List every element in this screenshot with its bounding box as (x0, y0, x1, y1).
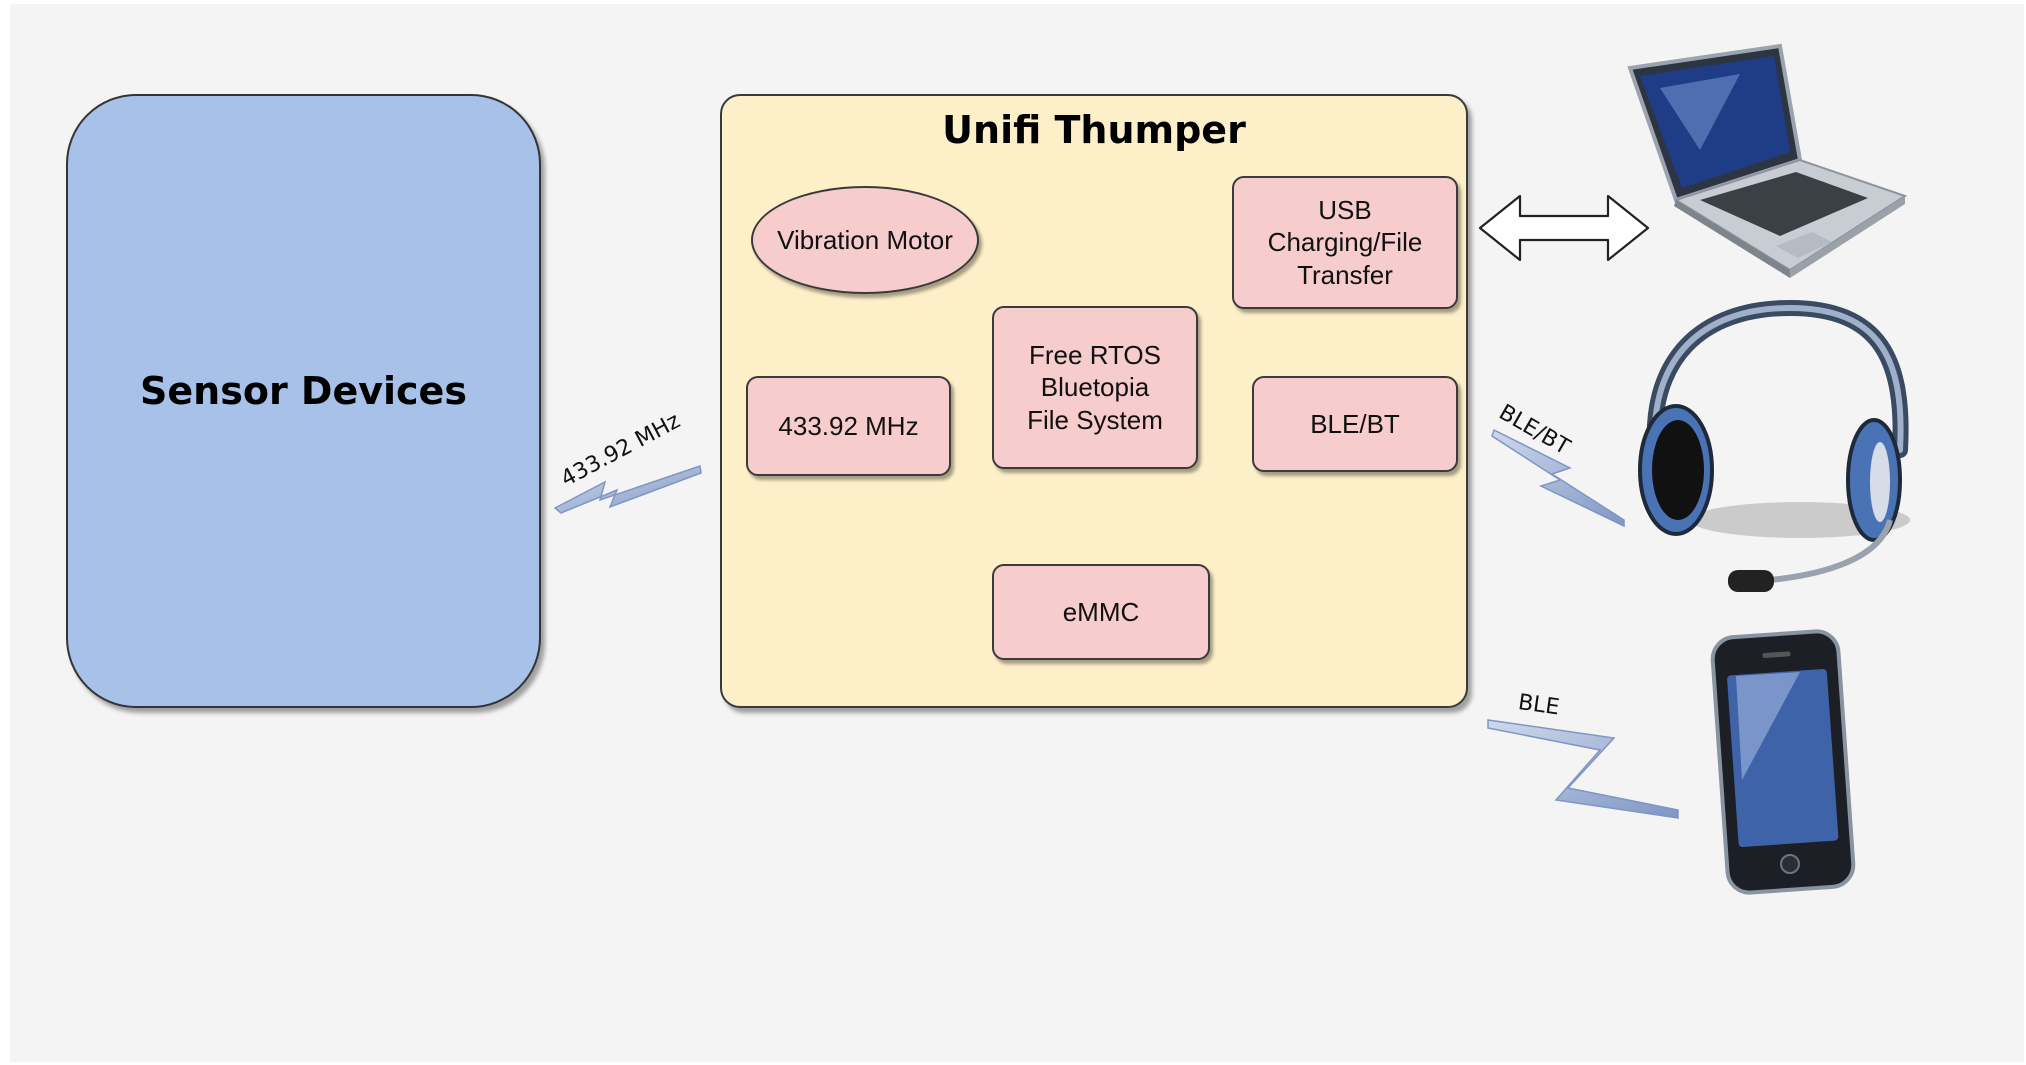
vibration-motor-label: Vibration Motor (777, 224, 953, 255)
radio-433-label: 433.92 MHz (778, 410, 919, 441)
rtos-label-line-2: Bluetopia (1040, 372, 1150, 403)
phone-icon (1710, 629, 1856, 895)
ble-bt-label: BLE/BT (1310, 408, 1400, 439)
vibration-motor-node: Vibration Motor (751, 186, 979, 294)
headset-icon (1638, 299, 1910, 592)
lightning-433-icon (553, 464, 702, 514)
laptop-icon (1627, 43, 1908, 278)
rtos-label-line-3: File System (1027, 404, 1163, 435)
sensor-devices-label: Sensor Devices (140, 369, 467, 413)
lightning-ble-icon (1487, 719, 1679, 819)
unifi-thumper-title: Unifi Thumper (942, 108, 1246, 152)
usb-label-line-1: USB (1318, 194, 1372, 225)
usb-charging-node: USB Charging/File Transfer (1232, 176, 1458, 309)
usb-link-arrow (1478, 194, 1650, 262)
emmc-node: eMMC (992, 564, 1210, 660)
rtos-label-line-1: Free RTOS (1029, 339, 1161, 370)
usb-label-line-3: Transfer (1297, 259, 1393, 290)
lightning-blebt-icon (1491, 428, 1625, 528)
unifi-thumper-block: Unifi Thumper Vibration Motor USB Chargi… (720, 94, 1468, 708)
emmc-label: eMMC (1062, 596, 1140, 627)
rtos-node: Free RTOS Bluetopia File System (992, 306, 1198, 469)
sensor-devices-block: Sensor Devices (66, 94, 541, 708)
ble-bt-node: BLE/BT (1252, 376, 1458, 472)
usb-label-line-2: Charging/File (1267, 227, 1423, 258)
radio-433-node: 433.92 MHz (746, 376, 951, 476)
